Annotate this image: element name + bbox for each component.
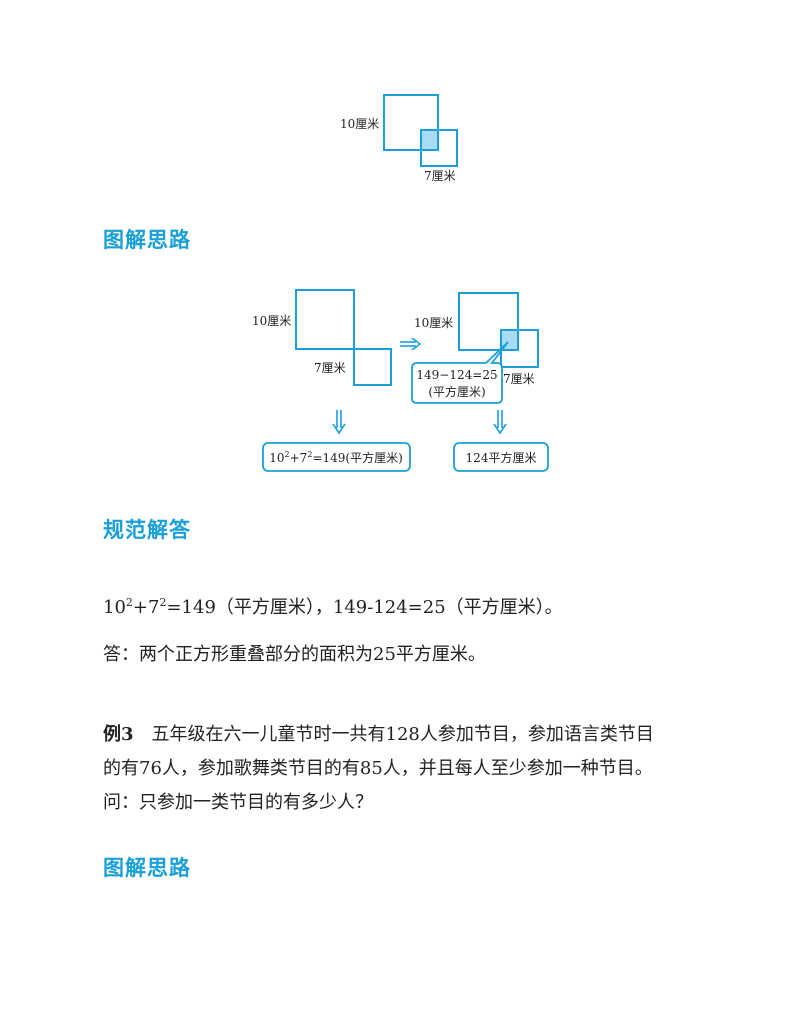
example-3-label: 例3 [103,724,134,745]
left-label-10cm: 10厘米 [252,314,291,328]
callout-bubble: 149−124=25 (平方厘米) [411,341,509,404]
right-label-10cm: 10厘米 [414,316,453,330]
callout-line-1: 149−124=25 [416,368,497,382]
left-label-7cm: 7厘米 [314,361,346,375]
example-3-line-1: 例3 五年级在六一儿童节时一共有128人参加节目，参加语言类节目 [103,724,654,745]
left-result-box [262,442,411,472]
large-square [383,94,439,151]
solution-diagram: 10厘米 7厘米 10厘米 7厘米 149−124=25 (平方厘米) 102+… [252,289,549,472]
left-small-square [353,348,392,386]
small-square [420,129,458,167]
label-10cm: 10厘米 [340,117,379,131]
overlap-shaded-area [421,130,438,150]
right-result-text: 124平方厘米 [466,450,537,465]
section-title-diagram-2: 图解思路 [103,856,191,880]
solution-equation: 102+72=149（平方厘米），149-124=25（平方厘米）。 [103,596,563,618]
example-3-line-2: 的有76人，参加歌舞类节目的有85人，并且每人至少参加一种节目。 [103,758,653,779]
left-large-square [295,289,355,350]
callout-line-2: (平方厘米) [428,384,485,399]
section-title-diagram: 图解思路 [103,228,191,252]
right-large-square [458,292,519,351]
section-title-solution: 规范解答 [103,518,191,542]
overlap-figure: 10厘米 7厘米 [340,94,458,183]
left-result-text: 102+72=149(平方厘米) [269,450,403,465]
right-arrow-icon [400,337,422,351]
label-7cm: 7厘米 [424,169,456,183]
down-arrow-left-icon [332,410,346,435]
right-label-7cm: 7厘米 [503,372,535,386]
down-arrow-right-icon [493,410,507,435]
solution-answer: 答：两个正方形重叠部分的面积为25平方厘米。 [103,644,486,665]
example-3-line-3: 问：只参加一类节目的有多少人？ [103,792,373,813]
example-3-problem: 例3 五年级在六一儿童节时一共有128人参加节目，参加语言类节目 的有76人，参… [103,718,654,820]
right-result-box [453,442,549,472]
